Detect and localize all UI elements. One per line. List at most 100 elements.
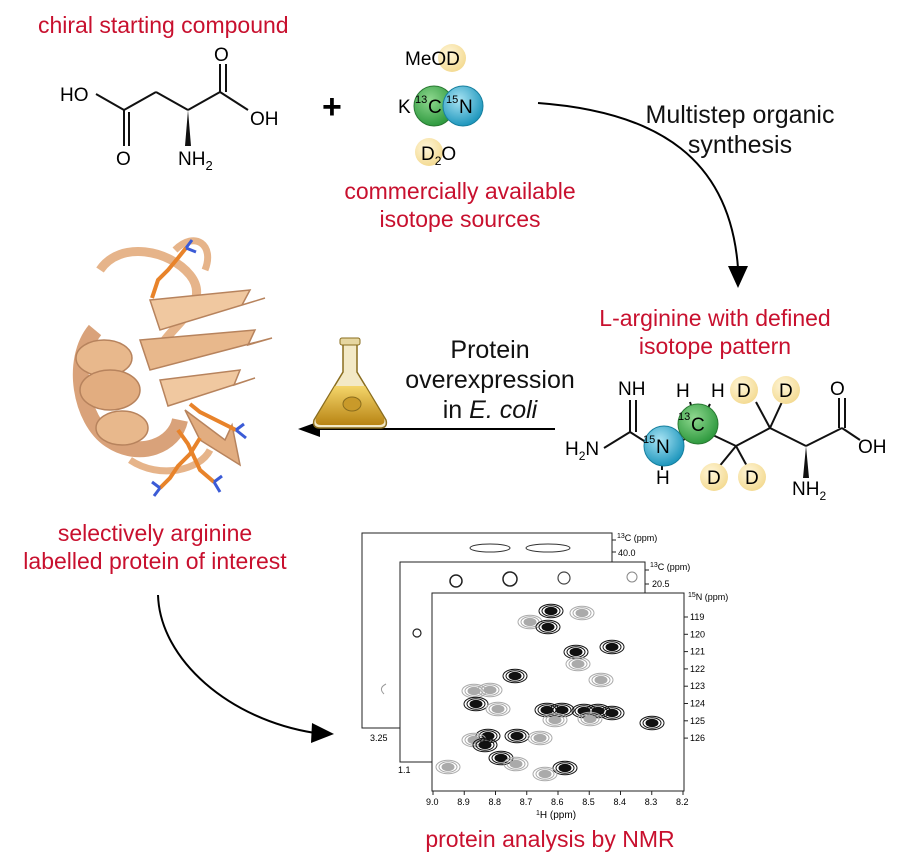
nmr-peak-contour: [599, 705, 625, 721]
plane2-value: 20.5: [652, 579, 670, 589]
arg-d-bubble-4: [738, 463, 766, 491]
asp-oh-text: OH: [250, 109, 279, 130]
nmr-peak-contour: [533, 733, 547, 743]
protein-overexpression-label: Protein overexpression in E. coli: [395, 335, 585, 425]
nmr-y-axis-label: 15N (ppm): [688, 592, 728, 602]
plus-sign: +: [322, 88, 342, 126]
nmr-peak-contour: [506, 758, 526, 770]
nmr-peak-contour: [602, 707, 622, 719]
chiral-starting-label: chiral starting compound: [38, 12, 289, 40]
plane3-value: 40.0: [618, 548, 636, 558]
asp-ho-text: HO: [60, 85, 89, 106]
nmr-y-tick-label: 120: [690, 629, 705, 639]
protein-line3: in E. coli: [395, 395, 585, 425]
protein-line1: Protein: [450, 336, 530, 364]
nmr-y-tick-label: 126: [690, 733, 705, 743]
nmr-peak-contour: [645, 718, 659, 728]
nmr-peak-contour: [530, 732, 550, 744]
arg-c13-bubble: [677, 403, 719, 445]
nmr-peak-contour: [527, 730, 553, 746]
nmr-peak-contour: [544, 606, 558, 616]
protein-line2: overexpression: [405, 366, 575, 394]
nmr-peak-contour: [438, 761, 458, 773]
nmr-peak-contour: [466, 698, 486, 710]
kcn-c-text: C: [428, 97, 442, 118]
meod-d-bubble: [438, 44, 466, 72]
nmr-x-tick-label: 8.5: [582, 797, 595, 807]
nmr-peak-contour: [588, 672, 614, 688]
nmr-peak-contour: [599, 639, 625, 655]
arginine-line2: isotope pattern: [638, 332, 792, 359]
asp-o-left-text: O: [116, 149, 131, 170]
nmr-peak-contour: [472, 737, 498, 753]
nitrogen15-bubble: [442, 85, 484, 127]
nmr-peak-contour: [483, 685, 497, 695]
selectively-labelled-label: selectively arginine labelled protein of…: [0, 520, 310, 575]
nmr-peak-contour: [565, 656, 591, 672]
nmr-peak-contour: [464, 685, 484, 697]
nmr-peak-contour: [441, 762, 455, 772]
arg-d-text-3: D: [707, 468, 721, 489]
nmr-peak-contour: [503, 756, 529, 772]
arg-nh-text: NH: [618, 379, 645, 400]
nmr-peak-contour: [642, 717, 662, 729]
multistep-line1: Multistep organic: [645, 101, 835, 129]
protein-cartoon: [72, 237, 273, 497]
nmr-peak-contour: [523, 617, 537, 627]
nmr-peak-contour: [535, 619, 561, 635]
nmr-arrowhead: [311, 723, 334, 743]
arg-oh-text: OH: [858, 437, 887, 458]
arg-d-text-1: D: [737, 381, 751, 402]
nmr-peak-contour: [538, 603, 564, 619]
nmr-peak-contour: [538, 621, 558, 633]
arg-h-text-2: H: [711, 381, 725, 402]
arg-d-bubble-3: [700, 463, 728, 491]
arg-nh-h-text: H: [656, 468, 670, 489]
nmr-peak-contour: [568, 658, 588, 670]
nmr-peak-contour: [594, 675, 608, 685]
nmr-peak-contour: [532, 766, 558, 782]
nmr-peak-contour: [555, 705, 569, 715]
nmr-peak-contour: [488, 703, 508, 715]
aspartic-acid-structure: [95, 64, 249, 146]
ecoli-italic: E. coli: [469, 396, 538, 424]
arg-d-text-2: D: [779, 381, 793, 402]
nmr-x-tick-label: 8.8: [489, 797, 502, 807]
arg-h-text-1: H: [676, 381, 690, 402]
kcn-n15-mass: 15: [446, 94, 458, 106]
arginine-line1: L-arginine with defined: [599, 305, 831, 331]
nmr-x-tick-label: 8.9: [457, 797, 470, 807]
selectively-line2: labelled protein of interest: [23, 547, 287, 574]
asp-nh2-text: NH2: [178, 149, 213, 173]
nmr-peak-contour: [491, 704, 505, 714]
nmr-peak-contour: [509, 759, 523, 769]
nmr-peak-contour: [510, 731, 524, 741]
kcn-n-text: N: [459, 97, 473, 118]
nmr-peak-contour: [605, 708, 619, 718]
nmr-peak-contour: [467, 735, 481, 745]
nmr-peak-contour: [575, 608, 589, 618]
nmr-peak-contour: [605, 642, 619, 652]
nmr-analysis-label: protein analysis by NMR: [380, 826, 720, 854]
protein-line3-prefix: in: [442, 396, 470, 424]
nmr-peak-contour: [583, 714, 597, 724]
multistep-line2: synthesis: [687, 131, 793, 159]
nmr-y-tick-label: 125: [690, 716, 705, 726]
plane3-x-tick: 3.25: [370, 733, 388, 743]
nmr-peak-contour: [577, 711, 603, 727]
asp-o-top-text: O: [214, 45, 229, 66]
nmr-y-tick-label: 119: [690, 612, 704, 622]
selectively-line1: selectively arginine: [57, 520, 253, 546]
nmr-x-tick-label: 8.4: [614, 797, 627, 807]
nmr-analysis-text: protein analysis by NMR: [425, 826, 675, 852]
nmr-y-tick-label: 122: [690, 664, 705, 674]
nmr-x-tick-label: 8.3: [645, 797, 658, 807]
kcn-c13-mass: 13: [415, 94, 427, 106]
nmr-peak-contour: [467, 686, 481, 696]
arg-c-text: C: [691, 415, 705, 436]
nmr-peak-contour: [580, 713, 600, 725]
arg-d-bubble-1: [730, 376, 758, 404]
